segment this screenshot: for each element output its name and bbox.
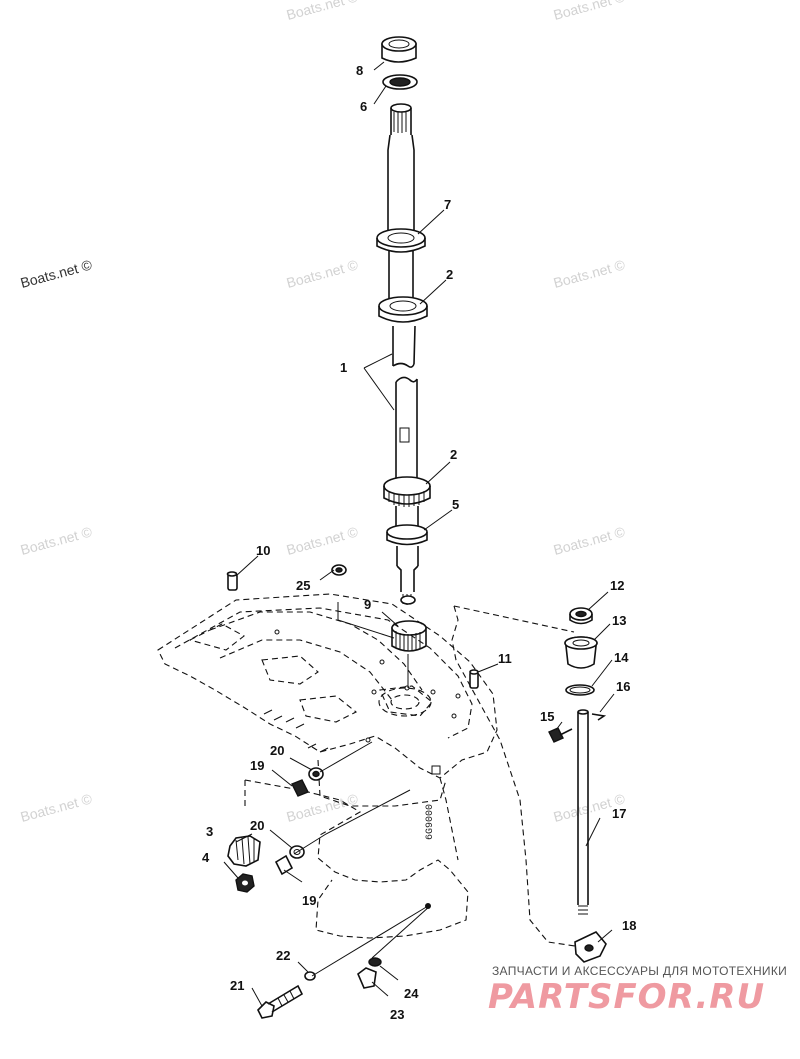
part-14-oring <box>565 684 595 696</box>
callout-5: 5 <box>452 497 459 512</box>
watermark: Boats.net © <box>19 523 95 558</box>
callout-6: 6 <box>360 99 367 114</box>
callout-4: 4 <box>202 850 210 865</box>
callout-2-lower: 2 <box>450 447 457 462</box>
part-6-washer <box>382 74 418 90</box>
part-18-shift-cam <box>574 931 607 963</box>
callout-9: 9 <box>364 597 371 612</box>
part-16-clip <box>591 713 607 721</box>
callout-13: 13 <box>612 613 626 628</box>
part-22-washer <box>304 971 316 981</box>
part-3-pinion-gear <box>227 835 261 867</box>
callout-10: 10 <box>256 543 270 558</box>
part-17-shift-rod <box>577 709 589 915</box>
callout-3: 3 <box>206 824 213 839</box>
part-9-bushing <box>391 620 427 652</box>
part-15-screw <box>548 727 573 743</box>
part-25-nut <box>331 564 347 576</box>
callout-12: 12 <box>610 578 624 593</box>
site-branding: ЗАПЧАСТИ И АКСЕССУАРЫ ДЛЯ МОТОТЕХНИКИ PA… <box>488 964 787 1017</box>
part-11-pin <box>469 669 479 689</box>
lower-unit-housing: 6G9000 <box>157 593 576 947</box>
callout-22: 22 <box>276 948 290 963</box>
part-5-shim <box>386 524 428 546</box>
callout-14: 14 <box>614 650 629 665</box>
part-8-cap <box>381 36 417 63</box>
callout-20-upper: 20 <box>270 743 284 758</box>
watermarks: Boats.net © Boats.net © Boats.net © Boat… <box>19 0 628 825</box>
part-2-bearing-lower <box>383 476 431 507</box>
callout-23: 23 <box>390 1007 404 1022</box>
callout-15: 15 <box>540 709 554 724</box>
housing-code-label: 6G9000 <box>425 804 436 840</box>
leader-lines <box>223 61 615 1007</box>
watermark: Boats.net © <box>285 523 361 558</box>
callout-21: 21 <box>230 978 244 993</box>
part-13-bushing <box>564 636 598 669</box>
callout-18: 18 <box>622 918 636 933</box>
callout-16: 16 <box>616 679 630 694</box>
part-24-washer <box>368 957 382 967</box>
part-21-bolt <box>257 984 304 1019</box>
callout-labels: 8 6 7 2 1 2 5 10 25 9 11 12 13 14 16 15 … <box>202 63 636 1022</box>
callout-2-upper: 2 <box>446 267 453 282</box>
watermark: Boats.net © <box>285 790 361 825</box>
watermark: Boats.net © <box>552 256 628 291</box>
part-7-bearing <box>376 228 426 253</box>
part-4-nut <box>235 873 255 893</box>
leader-part-1 <box>363 353 395 411</box>
part-20-washer-upper <box>308 767 324 781</box>
drive-shaft-lower <box>383 376 431 605</box>
watermark: Boats.net © <box>552 523 628 558</box>
brand-logo: PARTSFOR.RU <box>488 977 765 1017</box>
callout-19-upper: 19 <box>250 758 264 773</box>
callout-25: 25 <box>296 578 310 593</box>
watermark: Boats.net © <box>19 790 95 825</box>
part-12-seal <box>569 607 593 625</box>
callout-7: 7 <box>444 197 451 212</box>
drive-shaft-upper <box>376 103 428 368</box>
brand-caption: ЗАПЧАСТИ И АКСЕССУАРЫ ДЛЯ МОТОТЕХНИКИ <box>492 964 787 978</box>
callout-8: 8 <box>356 63 363 78</box>
part-23-plug <box>357 967 377 989</box>
part-19-plug-lower <box>274 854 294 876</box>
callout-17: 17 <box>612 806 626 821</box>
callout-19-lower: 19 <box>302 893 316 908</box>
watermark: Boats.net © <box>552 0 628 23</box>
part-2-bearing-upper <box>378 296 428 323</box>
part-10-pin <box>226 571 238 591</box>
callout-11: 11 <box>498 651 512 666</box>
watermark: Boats.net © <box>285 256 361 291</box>
callout-1: 1 <box>340 360 347 375</box>
callout-20-lower: 20 <box>250 818 264 833</box>
part-19-plug-upper <box>291 779 309 797</box>
watermark: Boats.net © <box>19 256 95 291</box>
watermark: Boats.net © <box>285 0 361 23</box>
callout-24: 24 <box>404 986 419 1001</box>
